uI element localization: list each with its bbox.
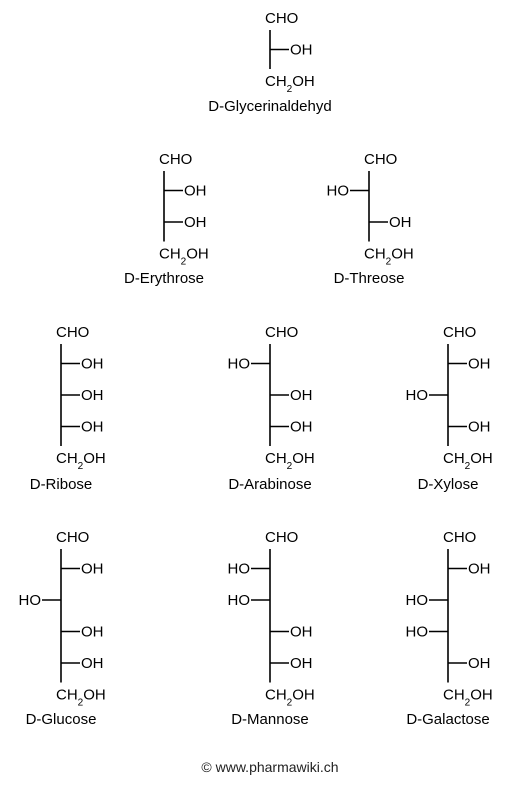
hydroxymethyl-group-label: CH2OH [443, 450, 493, 472]
hydroxyl-label-right: OH [468, 356, 491, 373]
aldehyde-group-label: CHO [265, 529, 298, 546]
hydroxymethyl-group-label: CH2OH [364, 246, 414, 268]
aldehyde-group-label: CHO [265, 324, 298, 341]
hydroxyl-label-right: OH [468, 655, 491, 672]
molecule-name: D-Mannose [231, 711, 309, 728]
hydroxyl-label-right: OH [290, 387, 313, 404]
hydroxyl-label-right: OH [389, 214, 412, 231]
hydroxymethyl-group-label: CH2OH [56, 687, 106, 709]
aldehyde-group-label: CHO [56, 324, 89, 341]
hydroxyl-label-right: OH [81, 387, 104, 404]
aldehyde-group-label: CHO [265, 10, 298, 27]
molecule-d-ribose: CHO CH2OH OH OH OH D-Ribose [30, 324, 106, 493]
hydroxyl-label-right: OH [184, 214, 207, 231]
molecule-name: D-Ribose [30, 476, 93, 493]
hydroxyl-label-left: HO [228, 356, 251, 373]
molecule-d-arabinose: CHO CH2OH HO OH OH D-Arabinose [228, 324, 315, 493]
hydroxyl-label-right: OH [184, 183, 207, 200]
hydroxyl-label-right: OH [81, 655, 104, 672]
hydroxyl-label-right: OH [81, 356, 104, 373]
molecule-d-xylose: CHO CH2OH OH HO OH D-Xylose [406, 324, 493, 493]
hydroxymethyl-group-label: CH2OH [443, 687, 493, 709]
hydroxyl-label-right: OH [290, 419, 313, 436]
copyright-footer: © www.pharmawiki.ch [201, 759, 338, 775]
molecule-name: D-Arabinose [228, 476, 311, 493]
hydroxyl-label-right: OH [81, 561, 104, 578]
molecule-d-threose: CHO CH2OH HO OH D-Threose [327, 151, 414, 287]
hydroxyl-label-left: HO [19, 592, 42, 609]
molecule-d-galactose: CHO CH2OH OH HO HO OH D-Galactose [406, 529, 493, 728]
hydroxyl-label-left: HO [406, 387, 429, 404]
aldehyde-group-label: CHO [443, 324, 476, 341]
hydroxyl-label-right: OH [290, 42, 313, 59]
hydroxyl-label-left: HO [228, 561, 251, 578]
molecule-name: D-Galactose [406, 711, 489, 728]
molecule-name: D-Erythrose [124, 270, 204, 287]
hydroxyl-label-right: OH [290, 655, 313, 672]
hydroxymethyl-group-label: CH2OH [56, 450, 106, 472]
molecule-name: D-Glycerinaldehyd [208, 98, 331, 115]
molecule-name: D-Xylose [418, 476, 479, 493]
hydroxyl-label-right: OH [81, 419, 104, 436]
aldehyde-group-label: CHO [159, 151, 192, 168]
molecule-d-mannose: CHO CH2OH HO HO OH OH D-Mannose [228, 529, 315, 728]
hydroxyl-label-right: OH [290, 624, 313, 641]
hydroxyl-label-left: HO [327, 183, 350, 200]
aldehyde-group-label: CHO [443, 529, 476, 546]
aldehyde-group-label: CHO [364, 151, 397, 168]
molecule-d-erythrose: CHO CH2OH OH OH D-Erythrose [124, 151, 209, 287]
hydroxyl-label-left: HO [406, 624, 429, 641]
molecule-d-glucose: CHO CH2OH OH HO OH OH D-Glucose [19, 529, 106, 728]
hydroxymethyl-group-label: CH2OH [159, 246, 209, 268]
hydroxyl-label-right: OH [468, 419, 491, 436]
hydroxymethyl-group-label: CH2OH [265, 450, 315, 472]
molecule-structures: CHOCH2OHOHD-GlycerinaldehydCHOCH2OHOHOHD… [19, 10, 493, 728]
molecule-name: D-Glucose [26, 711, 97, 728]
hydroxymethyl-group-label: CH2OH [265, 73, 315, 95]
molecule-d-glycerinaldehyd: CHO CH2OH OH D-Glycerinaldehyd [208, 10, 331, 115]
hydroxyl-label-left: HO [406, 592, 429, 609]
aldehyde-group-label: CHO [56, 529, 89, 546]
hydroxyl-label-right: OH [468, 561, 491, 578]
molecule-name: D-Threose [334, 270, 405, 287]
hydroxyl-label-left: HO [228, 592, 251, 609]
hydroxyl-label-right: OH [81, 624, 104, 641]
hydroxymethyl-group-label: CH2OH [265, 687, 315, 709]
